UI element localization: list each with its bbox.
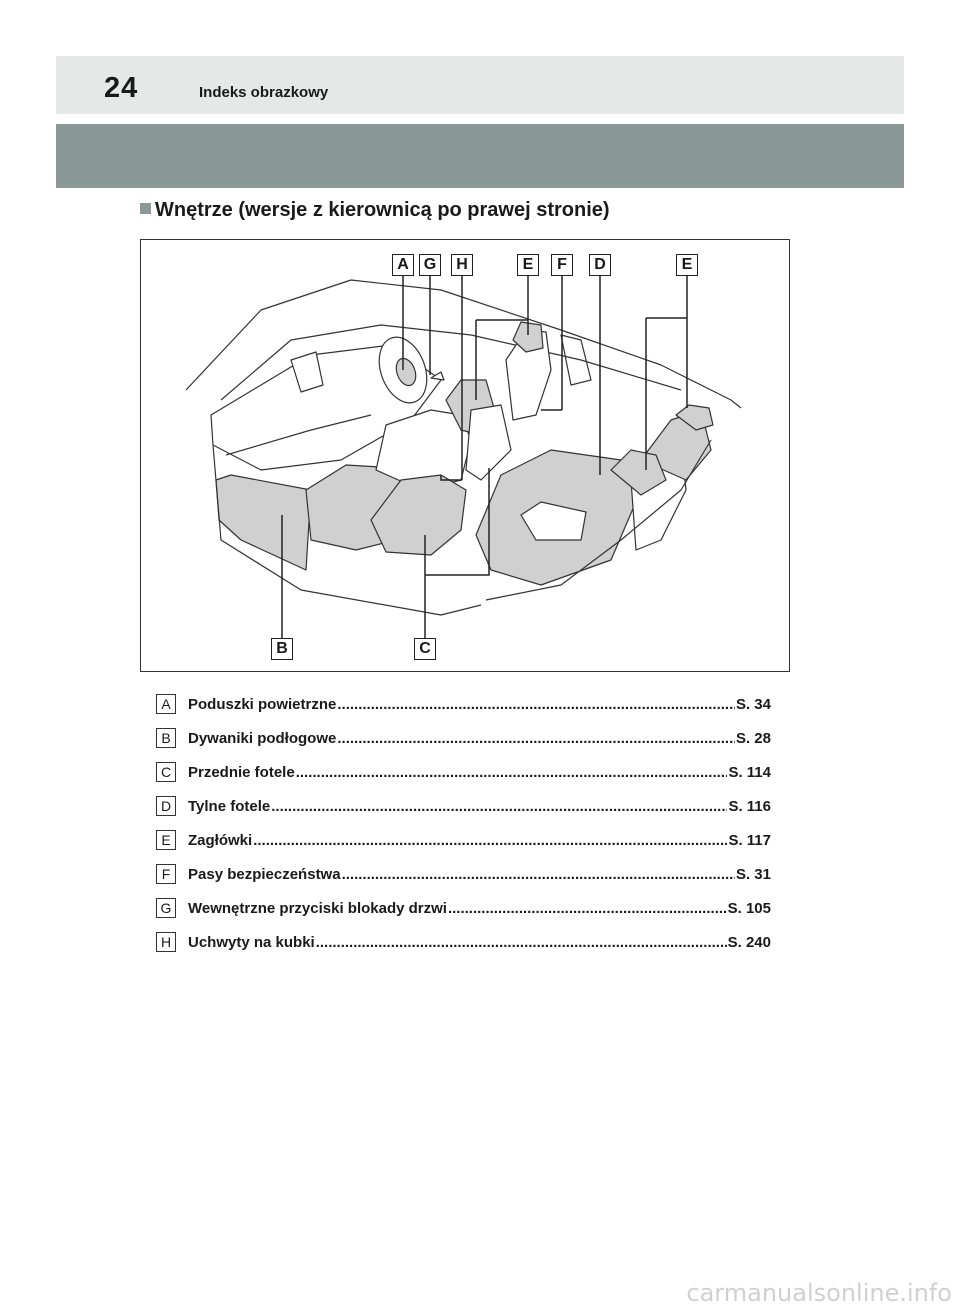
- legend-label: Poduszki powietrzne: [188, 695, 337, 713]
- legend-label: Pasy bezpieczeństwa: [188, 865, 341, 883]
- legend-page-ref[interactable]: S. 31: [735, 865, 771, 883]
- callout-d: D: [589, 254, 611, 276]
- header-bar: [56, 56, 904, 114]
- callout-e-rear: E: [676, 254, 698, 276]
- legend-label: Dywaniki podłogowe: [188, 729, 337, 747]
- legend-label: Tylne fotele: [188, 797, 271, 815]
- section-title-text: Wnętrze (wersje z kierownicą po prawej s…: [155, 199, 610, 221]
- legend-page-ref[interactable]: S. 105: [727, 899, 771, 917]
- legend-item: A Poduszki powietrzne S. 34: [156, 687, 771, 721]
- legend-item: D Tylne fotele S. 116: [156, 789, 771, 823]
- callout-h: H: [451, 254, 473, 276]
- callout-b: B: [271, 638, 293, 660]
- legend-list: A Poduszki powietrzne S. 34 B Dywaniki p…: [156, 687, 771, 959]
- legend-label: Zagłówki: [188, 831, 253, 849]
- leader-dots: [342, 866, 735, 883]
- square-bullet-icon: [140, 203, 151, 214]
- leader-dots: [271, 798, 727, 815]
- legend-item: B Dywaniki podłogowe S. 28: [156, 721, 771, 755]
- legend-letter: B: [156, 728, 176, 748]
- header-title: Indeks obrazkowy: [199, 84, 329, 101]
- callout-c: C: [414, 638, 436, 660]
- legend-letter: E: [156, 830, 176, 850]
- legend-item: G Wewnętrzne przyciski blokady drzwi S. …: [156, 891, 771, 925]
- callout-g: G: [419, 254, 441, 276]
- section-band: [56, 124, 904, 188]
- legend-item: E Zagłówki S. 117: [156, 823, 771, 857]
- legend-letter: A: [156, 694, 176, 714]
- legend-letter: G: [156, 898, 176, 918]
- legend-letter: F: [156, 864, 176, 884]
- legend-item: C Przednie fotele S. 114: [156, 755, 771, 789]
- legend-page-ref[interactable]: S. 116: [728, 797, 771, 815]
- legend-page-ref[interactable]: S. 28: [735, 729, 771, 747]
- leader-dots: [253, 832, 727, 849]
- callout-f: F: [551, 254, 573, 276]
- leader-dots: [337, 696, 735, 713]
- legend-letter: D: [156, 796, 176, 816]
- legend-letter: C: [156, 762, 176, 782]
- car-interior-drawing: [185, 275, 742, 638]
- legend-item: H Uchwyty na kubki S. 240: [156, 925, 771, 959]
- callout-e-front: E: [517, 254, 539, 276]
- legend-item: F Pasy bezpieczeństwa S. 31: [156, 857, 771, 891]
- page-number: 24: [104, 72, 139, 104]
- watermark: carmanualsonline.info: [686, 1279, 952, 1307]
- legend-page-ref[interactable]: S. 114: [728, 763, 771, 781]
- legend-label: Wewnętrzne przyciski blokady drzwi: [188, 899, 447, 917]
- leader-dots: [316, 934, 727, 951]
- legend-label: Uchwyty na kubki: [188, 933, 315, 951]
- leader-dots: [337, 730, 735, 747]
- legend-label: Przednie fotele: [188, 763, 295, 781]
- legend-letter: H: [156, 932, 176, 952]
- callout-a: A: [392, 254, 414, 276]
- leader-dots: [448, 900, 727, 917]
- leader-dots: [296, 764, 728, 781]
- section-title: Wnętrze (wersje z kierownicą po prawej s…: [140, 198, 610, 222]
- interior-illustration: A G H E F D E B C: [140, 239, 790, 672]
- legend-page-ref[interactable]: S. 34: [735, 695, 771, 713]
- legend-page-ref[interactable]: S. 117: [728, 831, 771, 849]
- legend-page-ref[interactable]: S. 240: [727, 933, 771, 951]
